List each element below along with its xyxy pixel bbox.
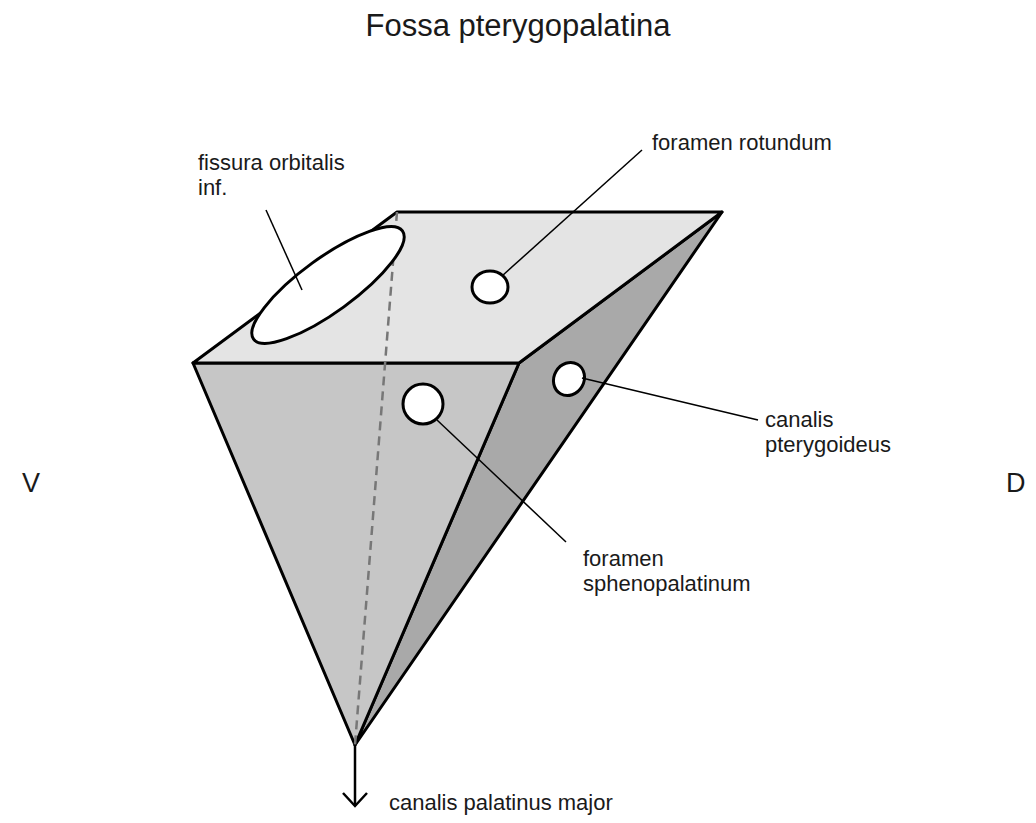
fissure-opening: [238, 209, 419, 361]
diagram-title: Fossa pterygopalatina: [0, 8, 1036, 44]
leader-line: [502, 150, 642, 276]
front-face: [193, 363, 519, 745]
leader-line: [266, 210, 302, 290]
part-label: foramen rotundum: [652, 130, 832, 155]
leader-line: [582, 378, 758, 420]
part-label: canalis pterygoideus: [765, 407, 913, 458]
leader-line: [437, 420, 566, 542]
foramen-opening: [403, 384, 443, 424]
part-label: canalis palatinus major: [389, 790, 613, 815]
arrow-head: [343, 793, 367, 806]
part-label: fissura orbitalis inf.: [198, 150, 348, 201]
arrow-shaft: [354, 745, 357, 806]
direction-label: V: [22, 468, 40, 499]
part-label: foramen sphenopalatinum: [583, 546, 773, 597]
direction-label: D: [1006, 468, 1026, 499]
